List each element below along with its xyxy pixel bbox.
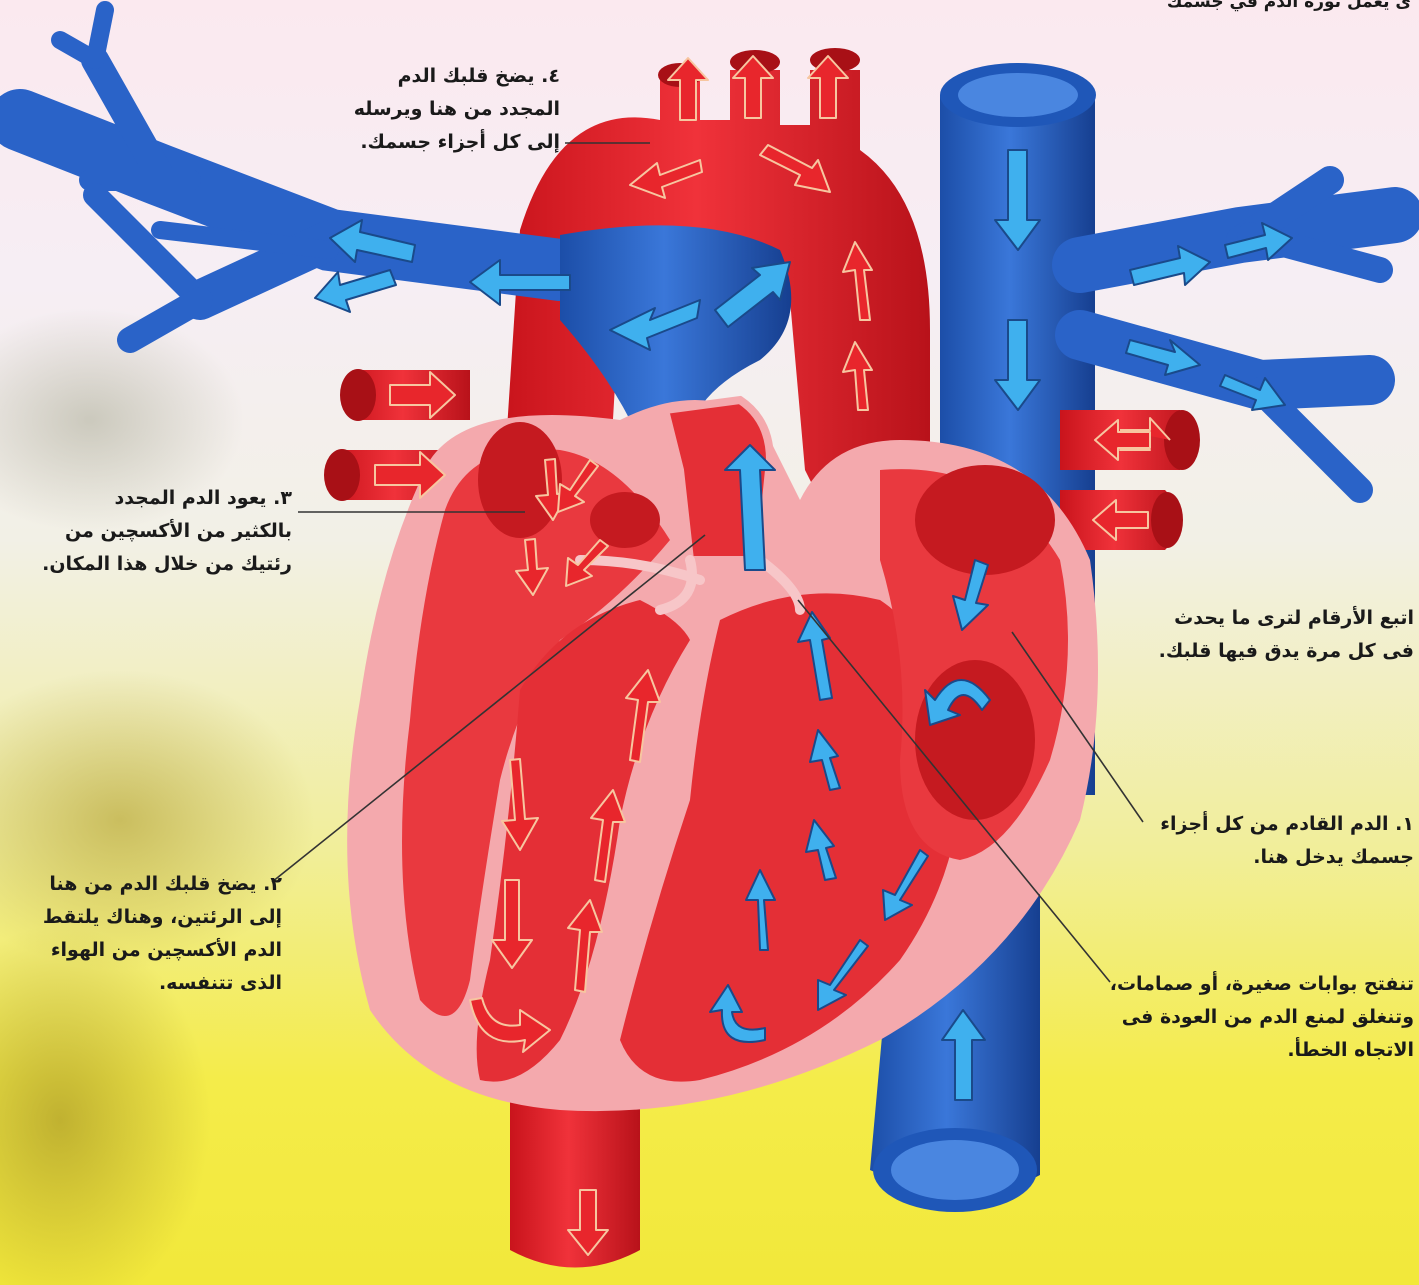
label-step2: ٢. يضخ قلبك الدم من هنا إلى الرئتين، وهن… [20, 868, 282, 1000]
label-intro: اتبع الأرقام لترى ما يحدث فى كل مرة يدق … [1150, 602, 1414, 668]
top-caption: ى يعمل نوره الدم في جسمك [1167, 0, 1411, 19]
label-step1: ١. الدم القادم من كل أجزاء جسمك يدخل هنا… [1150, 808, 1414, 874]
label-valves: تنفتح بوابات صغيرة، أو صمامات، وتنغلق لم… [1090, 968, 1414, 1067]
label-step3: ٣. يعود الدم المجدد بالكثير من الأكسچين … [20, 482, 292, 581]
descending-aorta [510, 1090, 640, 1268]
label-step4: ٤. يضخ قلبك الدم المجدد من هنا ويرسله إل… [330, 60, 560, 159]
